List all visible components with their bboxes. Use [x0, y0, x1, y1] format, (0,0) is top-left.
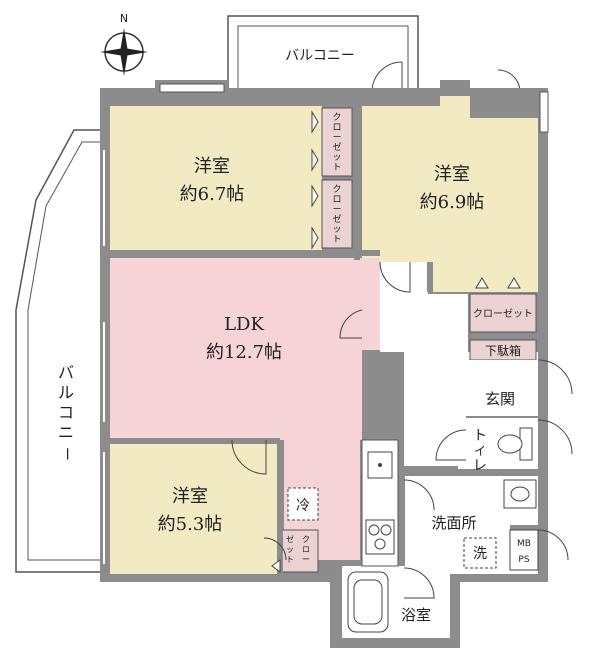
- fridge-label: 冷: [296, 498, 310, 514]
- window-north: [159, 83, 225, 93]
- room-ldk-name: LDK: [224, 314, 264, 335]
- balcony-left: [15, 129, 100, 573]
- toilet-label: ト イ レ: [473, 428, 487, 474]
- closet-nw-upper: [321, 107, 353, 177]
- svg-text:コ: コ: [58, 403, 74, 422]
- closet-east-label: クローゼット: [473, 308, 533, 320]
- closet-door-icons: [271, 110, 521, 573]
- svg-text:ー: ー: [58, 447, 74, 461]
- svg-text:ロ: ロ: [332, 123, 341, 133]
- entrance-label: 玄関: [485, 390, 515, 408]
- room-west-nw-size: 約6.7帖: [180, 184, 245, 205]
- balcony-top: バルコニー: [227, 15, 419, 92]
- balcony-top-label: バルコニー: [285, 48, 355, 64]
- room-west-sw-name: 洋室: [172, 486, 208, 507]
- svg-text:ー: ー: [332, 205, 341, 215]
- svg-text:ト: ト: [332, 163, 341, 173]
- svg-text:レ: レ: [473, 458, 487, 474]
- washer-icon: 洗: [463, 537, 497, 569]
- washroom-label: 洗面所: [431, 514, 476, 532]
- toilet-icon: [497, 427, 533, 461]
- room-ldk: [110, 258, 380, 560]
- shoe-box-label: 下駄箱: [485, 343, 521, 358]
- balcony-top-door-icon: [371, 61, 403, 93]
- svg-text:ニ: ニ: [58, 423, 74, 442]
- room-east-size: 約6.9帖: [420, 192, 485, 213]
- room-east-name: 洋室: [434, 164, 470, 185]
- svg-text:ゼ: ゼ: [332, 213, 341, 225]
- svg-text:ッ: ッ: [286, 545, 294, 554]
- wash-basin-icon: [503, 479, 537, 509]
- svg-text:ト: ト: [332, 235, 341, 245]
- svg-text:ク: ク: [302, 535, 310, 544]
- svg-text:ク: ク: [332, 184, 341, 195]
- sink-icon: [367, 451, 393, 479]
- room-east: [362, 96, 538, 292]
- balcony-left-label: バ ル コ ニ ー: [58, 363, 74, 461]
- compass-icon: N: [100, 12, 148, 76]
- room-west-nw: [110, 106, 322, 252]
- svg-text:ー: ー: [332, 133, 341, 143]
- svg-text:バ: バ: [58, 363, 74, 382]
- compass-north-label: N: [120, 12, 128, 25]
- svg-text:ク: ク: [332, 112, 341, 123]
- bathroom-label: 浴室: [401, 606, 431, 624]
- svg-text:ッ: ッ: [332, 153, 341, 163]
- room-west-sw: [110, 444, 280, 574]
- svg-text:ゼ: ゼ: [332, 141, 341, 153]
- closet-sw-label: ゼ ッ ト ク ロ ー: [286, 534, 310, 564]
- svg-text:ト: ト: [473, 428, 487, 444]
- room-ldk-size: 約12.7帖: [206, 342, 282, 363]
- stove-icon: [365, 519, 395, 555]
- svg-text:ロ: ロ: [332, 195, 341, 205]
- window-east: [539, 91, 549, 133]
- mbps-box: MB PS: [509, 529, 539, 571]
- svg-text:ッ: ッ: [332, 225, 341, 235]
- washer-label: 洗: [473, 546, 487, 562]
- fridge-icon: 冷: [287, 487, 319, 521]
- svg-text:ト: ト: [286, 555, 294, 564]
- mbps-label-2: PS: [518, 555, 529, 565]
- svg-text:ロ: ロ: [302, 545, 310, 554]
- closet-nw-lower: [321, 179, 353, 249]
- closet-nw-lower-label: ク ロ ー ゼ ッ ト: [332, 184, 341, 245]
- svg-text:ル: ル: [58, 383, 74, 402]
- bathtub-icon: [347, 571, 389, 633]
- interior-walls: [110, 104, 540, 578]
- svg-text:イ: イ: [474, 444, 486, 458]
- svg-text:ゼ: ゼ: [286, 534, 294, 544]
- closet-sw: [281, 529, 319, 573]
- door-swing-icons: [231, 261, 573, 599]
- closet-nw-upper-label: ク ロ ー ゼ ッ ト: [332, 112, 341, 173]
- entrance-area: [468, 360, 538, 416]
- closet-east: [469, 293, 537, 333]
- mbps-label-1: MB: [517, 539, 531, 549]
- svg-text:ー: ー: [302, 555, 310, 564]
- room-west-sw-size: 約5.3帖: [158, 514, 223, 535]
- room-west-nw-name: 洋室: [194, 156, 230, 177]
